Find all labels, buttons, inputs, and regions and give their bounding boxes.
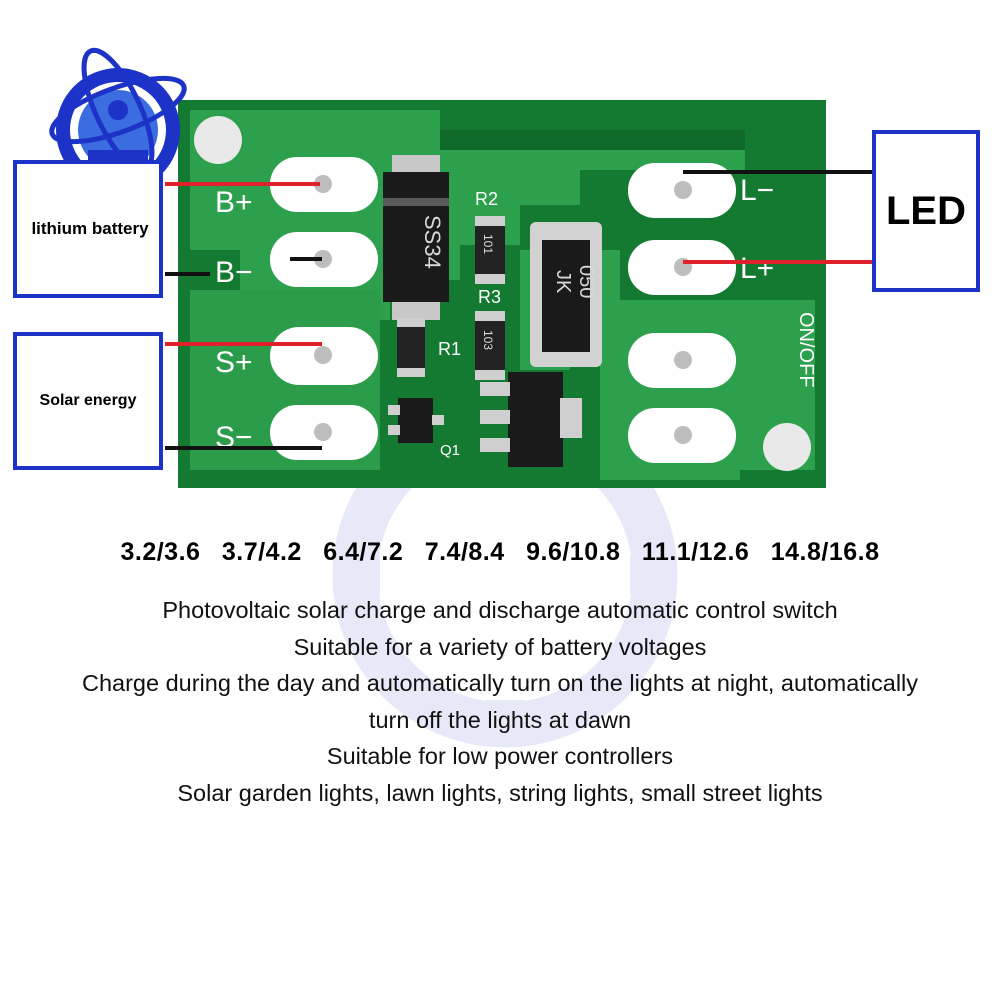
wires	[165, 170, 872, 450]
svg-text:R3: R3	[478, 287, 501, 307]
svg-text:Q1: Q1	[440, 442, 460, 459]
description-line: Charge during the day and automatically …	[81, 670, 919, 696]
silk-b-plus: B+	[215, 186, 253, 219]
voltage-item: 6.4/7.2	[323, 538, 404, 566]
voltage-list: 3.2/3.6 3.7/4.2 6.4/7.2 7.4/8.4 9.6/10.8…	[0, 538, 1000, 567]
description-line: turn off the lights at dawn	[368, 706, 632, 733]
voltage-item: 7.4/8.4	[424, 538, 505, 566]
svg-text:103: 103	[481, 330, 495, 350]
silk-l-plus: L+	[740, 252, 774, 285]
right-pads	[628, 163, 736, 463]
voltage-item: 11.1/12.6	[641, 538, 750, 566]
diode-ss34: SS34	[383, 155, 449, 320]
description-line: Solar garden lights, lawn lights, string…	[177, 779, 823, 806]
svg-text:050: 050	[575, 265, 597, 298]
voltage-item: 3.2/3.6	[120, 538, 201, 566]
silk-on-off: ON/OFF	[795, 312, 817, 388]
mount-hole-bottom	[763, 423, 811, 471]
description: Photovoltaic solar charge and discharge …	[20, 592, 980, 811]
silk-s-plus: S+	[215, 346, 253, 379]
svg-text:101: 101	[481, 234, 495, 254]
mosfet	[480, 372, 582, 467]
left-pads	[270, 157, 378, 460]
mount-hole-top	[194, 116, 242, 164]
inductor-jk050: JK 050	[530, 222, 602, 367]
battery-callout: lithium battery	[13, 160, 163, 298]
svg-text:SS34: SS34	[420, 215, 445, 269]
transistor-q1: Q1	[388, 398, 460, 459]
led-callout: LED	[872, 130, 980, 292]
silk-l-minus: L−	[740, 174, 774, 207]
description-line: Photovoltaic solar charge and discharge …	[162, 597, 838, 623]
svg-text:R2: R2	[475, 189, 498, 209]
description-line: Suitable for low power controllers	[326, 743, 674, 769]
voltage-item: 14.8/16.8	[770, 538, 880, 566]
voltage-item: 9.6/10.8	[526, 538, 621, 566]
voltage-item: 3.7/4.2	[221, 538, 302, 566]
resistors: 101 103 R2 R3 R1	[397, 189, 505, 380]
svg-text:R1: R1	[438, 339, 461, 359]
svg-text:JK: JK	[552, 270, 574, 294]
solar-callout: Solar energy	[13, 332, 163, 470]
silk-b-minus: B−	[215, 256, 253, 289]
description-line: Suitable for a variety of battery voltag…	[293, 633, 707, 660]
